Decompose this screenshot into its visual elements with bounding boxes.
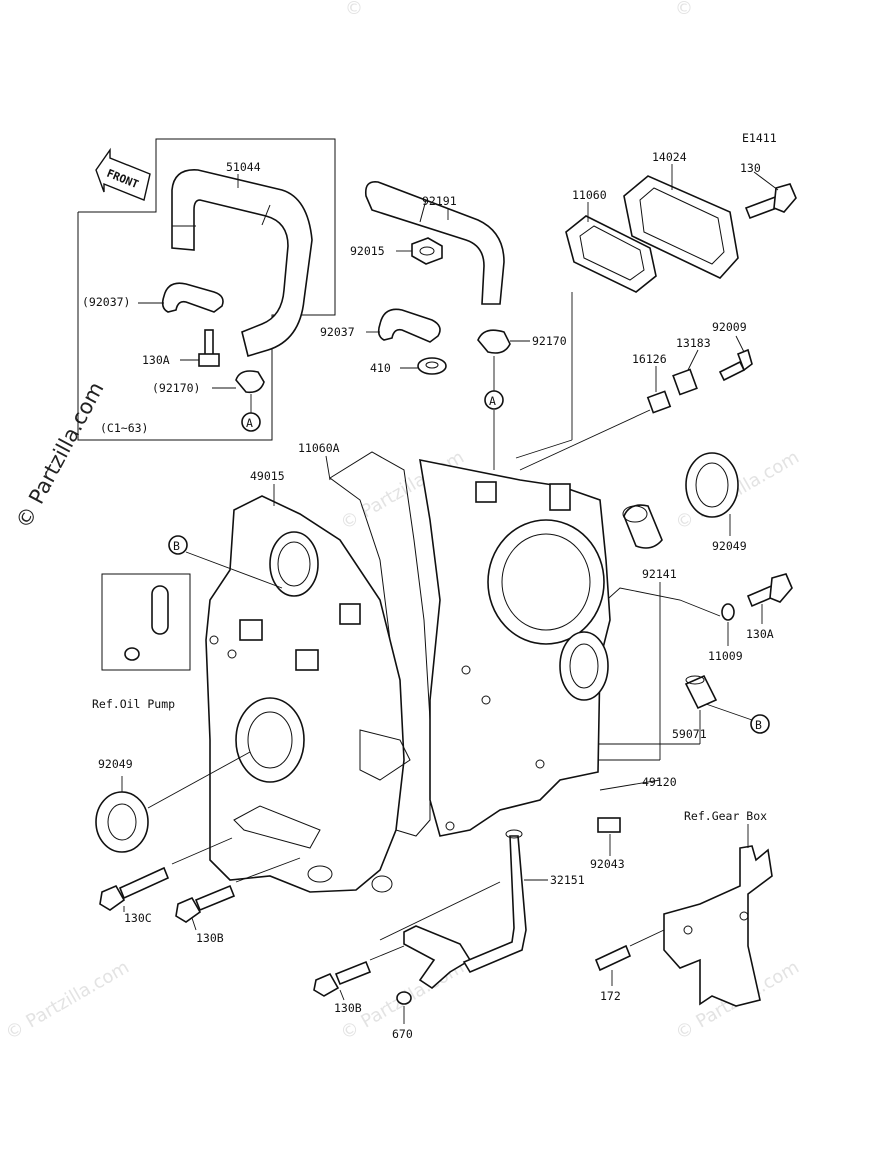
crankcase-body xyxy=(205,451,611,893)
label-130b-bottom: 130B xyxy=(334,1001,362,1015)
bearing-92141-shape xyxy=(622,504,663,549)
front-arrow-icon: FRONT xyxy=(95,147,151,201)
bolt-130b-bottom-shape xyxy=(313,960,372,997)
oil-pump-reference xyxy=(101,573,191,671)
label-59071: 59071 xyxy=(672,727,707,741)
nut-92015-shape xyxy=(411,237,443,265)
label-14024: 14024 xyxy=(652,150,687,164)
label-c1-63: (C1~63) xyxy=(100,421,148,435)
gasket-11060a-shape xyxy=(329,451,431,837)
breather-inset: FRONT A xyxy=(77,138,336,441)
label-16126: 16126 xyxy=(632,352,667,366)
label-49015: 49015 xyxy=(250,469,285,483)
label-11009: 11009 xyxy=(708,649,743,663)
label-92049-right: 92049 xyxy=(712,539,747,553)
label-410: 410 xyxy=(370,361,391,375)
clamp-92037-shape xyxy=(377,308,441,343)
label-11060: 11060 xyxy=(572,188,607,202)
label-92141: 92141 xyxy=(642,567,677,581)
label-32151: 32151 xyxy=(550,873,585,887)
label-130a-inset: 130A xyxy=(142,353,170,367)
part-labels: 51044 92191 11060 14024 130 (92037) 9201… xyxy=(82,150,774,1041)
oring-670-shape xyxy=(396,991,412,1005)
washer-11009-shape xyxy=(721,603,735,621)
label-ref-oil-pump: Ref.Oil Pump xyxy=(92,697,175,711)
label-49120: 49120 xyxy=(642,775,677,789)
stud-172-shape xyxy=(594,944,632,972)
bolt-130a-right-shape xyxy=(746,573,793,608)
label-92037-inset: (92037) xyxy=(82,295,130,309)
label-13183: 13183 xyxy=(676,336,711,350)
gear-box-bracket xyxy=(663,845,773,1007)
bolt-130a-inset-shape xyxy=(198,329,220,367)
callout-a-right: A xyxy=(489,394,496,408)
label-130b-left: 130B xyxy=(196,931,224,945)
crank-seal-bore xyxy=(235,697,305,783)
hose-51044-shape xyxy=(171,169,313,358)
dowel-16126-shape xyxy=(646,390,672,414)
washer-410-shape xyxy=(417,357,447,375)
bolt-130b-left-shape xyxy=(175,884,236,923)
label-ref-gear-box: Ref.Gear Box xyxy=(684,809,767,823)
label-670: 670 xyxy=(392,1027,413,1041)
nipple-shape xyxy=(475,481,497,503)
label-92009: 92009 xyxy=(712,320,747,334)
label-92170: 92170 xyxy=(532,334,567,348)
bolt-130-shape xyxy=(744,183,797,220)
hose-92191-shape xyxy=(364,180,505,305)
seal-92049-left-shape xyxy=(95,791,149,853)
clamp-92037-inset-shape xyxy=(161,282,224,313)
label-92049-left: 92049 xyxy=(98,757,133,771)
callout-b-left: B xyxy=(173,539,180,553)
watermark-top: © xyxy=(345,0,363,19)
upper-hose-group: A xyxy=(364,180,530,470)
label-92191: 92191 xyxy=(422,194,457,208)
cover-group xyxy=(515,164,797,459)
right-small-parts: B xyxy=(519,335,793,856)
bolt-130c-shape xyxy=(99,866,170,911)
screw-92009-shape xyxy=(718,348,753,382)
cylinder-bore xyxy=(487,519,605,645)
callout-b-right: B xyxy=(755,718,762,732)
seal-92049-right-shape xyxy=(685,452,739,518)
gasket-11060-shape xyxy=(565,215,657,293)
callout-a-inset: A xyxy=(246,416,253,430)
label-92043: 92043 xyxy=(590,857,625,871)
pipe-32151-shape xyxy=(403,829,527,990)
watermark-main: © Partzilla.com xyxy=(11,378,108,532)
plug-13183-shape xyxy=(672,368,698,396)
label-130a-right: 130A xyxy=(746,627,774,641)
label-130-top: 130 xyxy=(740,161,761,175)
diagram-code: E1411 xyxy=(742,131,777,145)
callout-b-left-group: B xyxy=(168,535,283,589)
label-92037: 92037 xyxy=(320,325,355,339)
label-92015: 92015 xyxy=(350,244,385,258)
watermark-bottom-left: © Partzilla.com xyxy=(2,957,133,1045)
plug-59071-shape xyxy=(684,674,718,710)
crankcase-front-half xyxy=(205,495,405,893)
dowel-92043-shape xyxy=(597,817,621,833)
watermark-top-right: © xyxy=(675,0,693,19)
clamp-92170-shape xyxy=(477,329,511,354)
label-92170-inset: (92170) xyxy=(152,381,200,395)
clamp-92170-inset-shape xyxy=(235,370,265,394)
label-51044: 51044 xyxy=(226,160,261,174)
label-172: 172 xyxy=(600,989,621,1003)
label-130c: 130C xyxy=(124,911,152,925)
cover-14024-shape xyxy=(623,175,739,279)
label-11060a: 11060A xyxy=(298,441,340,455)
